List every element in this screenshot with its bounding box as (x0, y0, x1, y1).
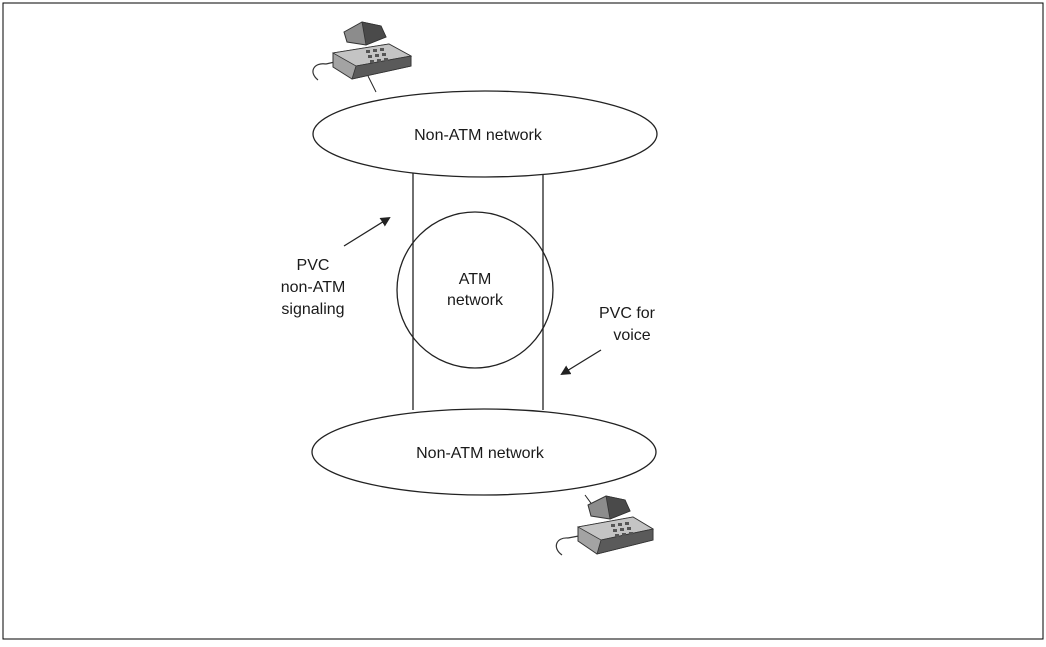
atm-network: ATM network (396, 211, 554, 369)
signaling-label-line3: signaling (281, 301, 344, 318)
signaling-arrow (343, 216, 391, 247)
atm-network-label-line2: network (447, 292, 504, 309)
bottom-network-ellipse (311, 408, 657, 496)
top-network-ellipse (312, 90, 658, 178)
telephone-icon (555, 494, 655, 556)
bottom-network-label: Non-ATM network (416, 445, 545, 462)
bottom-non-atm-network: Non-ATM network (311, 408, 657, 496)
voice-arrow (560, 349, 602, 376)
voice-label-line2: voice (613, 327, 650, 344)
voice-annotation: PVC for voice (560, 305, 656, 376)
signaling-label-line1: PVC (297, 257, 330, 274)
atm-network-circle (396, 211, 554, 369)
signaling-label-line2: non-ATM (281, 279, 346, 296)
atm-network-label-line1: ATM (459, 271, 492, 288)
top-non-atm-network: Non-ATM network (312, 90, 658, 178)
top-network-label: Non-ATM network (414, 127, 543, 144)
voice-label-line1: PVC for (599, 305, 656, 322)
telephone-icon (312, 21, 413, 93)
signaling-annotation: PVC non-ATM signaling (281, 216, 391, 318)
